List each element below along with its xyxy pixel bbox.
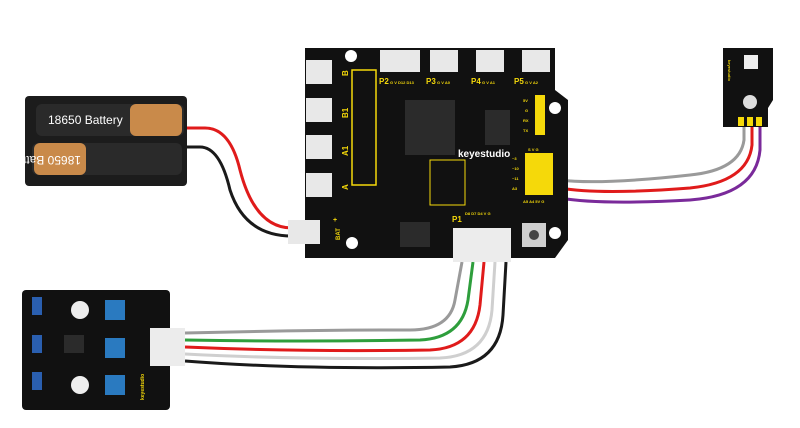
tracker-gray-wire xyxy=(184,261,464,335)
small-chip xyxy=(400,222,430,247)
motor-driver-shield: B B1 A1 A + BAT P2 G V D12 D13 P3 G V A0… xyxy=(288,48,568,262)
tracker-wires xyxy=(184,261,508,370)
p1-connector[interactable] xyxy=(453,228,511,262)
line-tracking-sensor: keyestudio xyxy=(22,290,185,410)
p3-pins: G V A0 xyxy=(437,80,451,85)
led-module-brand: keyestudio xyxy=(727,60,732,81)
grid-header-label: S V G xyxy=(528,147,539,152)
p2-label: P2 xyxy=(379,77,389,86)
regulator xyxy=(429,159,466,206)
led-module: keyestudio xyxy=(723,48,773,127)
serial-header[interactable] xyxy=(535,95,545,135)
pin-11: ~11 xyxy=(512,176,519,181)
port-p3-connector[interactable] xyxy=(430,50,458,72)
pin-tx: TX xyxy=(523,128,528,133)
port-b-label: B xyxy=(341,70,350,76)
battery-red-wire xyxy=(186,126,293,230)
tracker-connector[interactable] xyxy=(150,328,185,366)
pin-grid-header[interactable] xyxy=(525,153,553,195)
power-connector[interactable] xyxy=(288,220,320,244)
port-b1-label: B1 xyxy=(341,107,350,118)
battery-wires xyxy=(186,126,293,238)
p4-pins: G V A1 xyxy=(482,80,496,85)
tracker-green-wire xyxy=(184,261,475,343)
port-p5-connector[interactable] xyxy=(522,50,550,72)
port-p2-connector[interactable] xyxy=(380,50,420,72)
port-a1-label: A1 xyxy=(341,145,350,156)
p1-pins: D8 D7 D4 V G xyxy=(465,211,491,216)
tracker-black-wire xyxy=(184,261,508,370)
shield-brand: keyestudio xyxy=(458,149,510,160)
driver-chip xyxy=(405,100,455,155)
port-a-label: A xyxy=(341,184,350,190)
port-p4-connector[interactable] xyxy=(476,50,504,72)
tracker-white-wire xyxy=(184,261,497,360)
tracker-brand: keyestudio xyxy=(140,374,146,400)
motor-connectors[interactable] xyxy=(306,60,332,197)
sensor-row-1 xyxy=(32,297,125,320)
bat-label: BAT xyxy=(336,228,342,240)
battery-label-2: 18650 Battery xyxy=(6,153,81,167)
p2-pins: G V D12 D13 xyxy=(390,80,415,85)
plus-label: + xyxy=(333,217,337,224)
p3-label: P3 xyxy=(426,77,436,86)
p5-label: P5 xyxy=(514,77,524,86)
p1-label: P1 xyxy=(452,215,462,224)
sensor-row-2 xyxy=(32,335,125,358)
pin-5v: 5V xyxy=(523,98,528,103)
pin-rx: RX xyxy=(523,118,529,123)
battery-holder: 18650 Battery 18650 Battery xyxy=(6,96,187,186)
pin-3: ~3 xyxy=(512,156,517,161)
battery-cell-1: 18650 Battery xyxy=(36,104,184,136)
pin-g: G xyxy=(525,108,528,113)
bottom-pins: A5 A4 5V G xyxy=(523,199,544,204)
battery-label-1: 18650 Battery xyxy=(48,113,123,127)
led xyxy=(744,55,758,69)
sensor-row-3 xyxy=(32,372,125,395)
battery-black-wire xyxy=(186,145,293,238)
pin-10: ~10 xyxy=(512,166,520,171)
pin-a3: A3 xyxy=(512,186,518,191)
p5-pins: G V A2 xyxy=(525,80,539,85)
ic-chip xyxy=(485,110,510,145)
tracker-red-wire xyxy=(184,261,486,353)
p4-label: P4 xyxy=(471,77,481,86)
battery-cell-2: 18650 Battery xyxy=(6,143,182,175)
